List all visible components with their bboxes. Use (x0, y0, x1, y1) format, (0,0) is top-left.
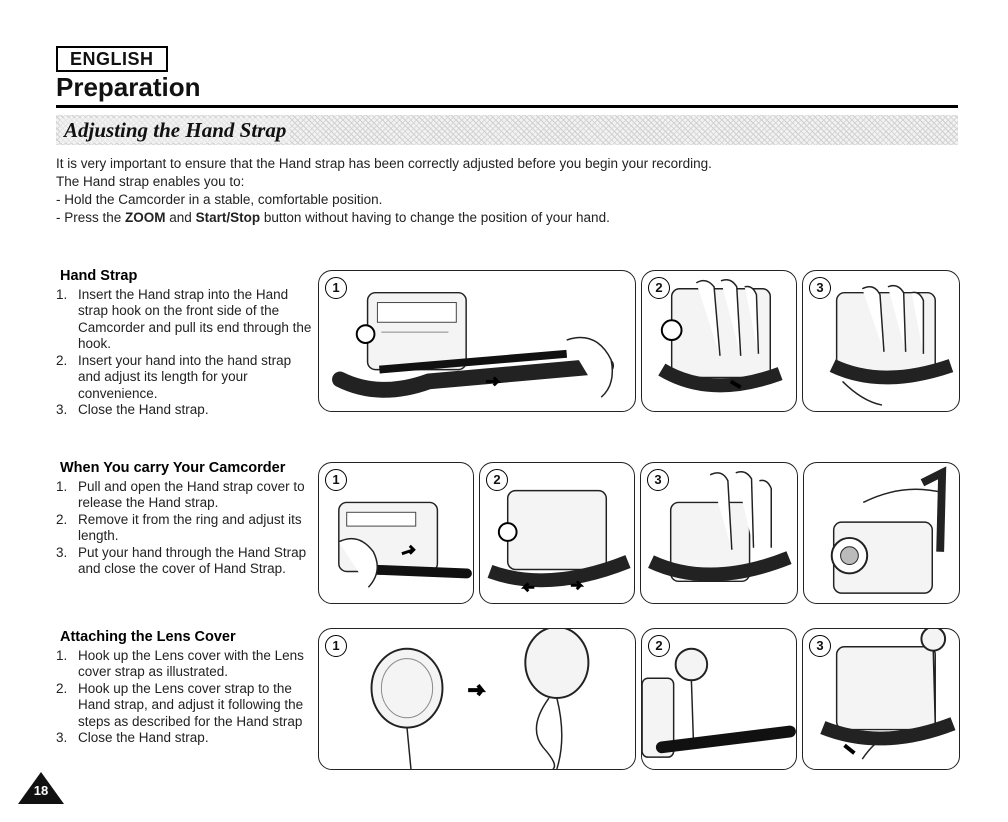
step-item: 2. Remove it from the ring and adjust its… (56, 512, 312, 545)
step-badge: 1 (325, 277, 347, 299)
step-number: 2. (56, 352, 68, 368)
step-item: 1. Insert the Hand strap into the Hand st… (56, 287, 312, 353)
intro-bullet-text: and (165, 210, 196, 225)
step-item: 3. Put your hand through the Hand Strap a… (56, 545, 312, 578)
hand-strap-steps: 1. Insert the Hand strap into the Hand st… (56, 287, 312, 419)
lens-cover-strap-illustration (370, 629, 590, 769)
step-badge: 2 (486, 469, 508, 491)
step-badge: 2 (648, 277, 670, 299)
carry-figure-4 (803, 462, 960, 604)
carry-figure-1: 1 (318, 462, 474, 604)
step-item: 2. Insert your hand into the hand strap a… (56, 353, 312, 403)
lens-cover-strap-closed-illustration (820, 629, 956, 760)
step-number: 3. (56, 730, 68, 745)
lens-cover-figures: 1 2 3 (318, 628, 960, 770)
camcorder-strap-illustration (332, 291, 615, 398)
carry-steps: 1. Pull and open the Hand strap cover to … (56, 479, 312, 578)
step-text: Insert the Hand strap into the Hand stra… (78, 286, 312, 352)
section-banner: Adjusting the Hand Strap (56, 115, 958, 145)
section-title: Adjusting the Hand Strap (60, 118, 291, 143)
step-text: Close the Hand strap. (78, 730, 209, 745)
step-item: 2. Hook up the Lens cover strap to the Ha… (56, 681, 312, 731)
step-badge: 3 (647, 469, 669, 491)
intro-bullet-text: button without having to change the posi… (260, 210, 610, 225)
step-item: 3. Close the Hand strap. (56, 730, 312, 747)
carry-heading: When You carry Your Camcorder (60, 460, 286, 476)
step-number: 1. (56, 478, 68, 494)
lens-cover-heading: Attaching the Lens Cover (60, 629, 236, 645)
step-badge: 3 (809, 277, 831, 299)
lens-cover-to-strap-illustration (642, 647, 796, 758)
hand-strap-heading: Hand Strap (60, 268, 138, 284)
strap-cover-open-illustration (338, 501, 472, 588)
carry-figure-3: 3 (640, 462, 798, 604)
step-number: 2. (56, 511, 68, 527)
lens-cover-section: Attaching the Lens Cover 1. Hook up the L… (56, 629, 312, 747)
carry-section: When You carry Your Camcorder 1. Pull and… (56, 460, 312, 578)
triangle-icon (18, 772, 64, 804)
step-number: 3. (56, 544, 68, 560)
start-stop-keyword: Start/Stop (195, 210, 261, 225)
step-badge: 2 (648, 635, 670, 657)
strap-closed-illustration (829, 284, 954, 406)
step-text: Pull and open the Hand strap cover to re… (78, 478, 305, 511)
step-text: Hook up the Lens cover strap to the Hand… (78, 680, 304, 729)
hand-strap-figure-3: 3 (802, 270, 960, 412)
carry-figure-2: 2 (479, 462, 635, 604)
step-number: 2. (56, 680, 68, 696)
step-text: Hook up the Lens cover with the Lens cov… (78, 647, 304, 680)
step-item: 1. Pull and open the Hand strap cover to … (56, 479, 312, 512)
language-label: ENGLISH (56, 46, 168, 72)
step-item: 3. Close the Hand strap. (56, 402, 312, 419)
hand-strap-figures: 1 2 3 (318, 270, 960, 412)
hand-strap-section: Hand Strap 1. Insert the Hand strap into … (56, 268, 312, 419)
page-title: Preparation (56, 72, 201, 102)
strap-adjust-illustration (487, 489, 631, 593)
intro-line: It is very important to ensure that the … (56, 156, 712, 171)
zoom-keyword: ZOOM (125, 210, 166, 225)
step-text: Put your hand through the Hand Strap and… (78, 544, 307, 577)
intro-text: It is very important to ensure that the … (56, 155, 956, 227)
step-badge: 1 (325, 635, 347, 657)
intro-bullet: - Press the ZOOM and Start/Stop button w… (56, 209, 956, 227)
step-number: 1. (56, 647, 68, 663)
intro-bullet: - Hold the Camcorder in a stable, comfor… (56, 192, 383, 207)
step-text: Close the Hand strap. (78, 402, 209, 417)
title-divider (56, 105, 958, 108)
step-number: 1. (56, 286, 68, 302)
step-text: Remove it from the ring and adjust its l… (78, 511, 302, 544)
carrying-camcorder-illustration (830, 466, 947, 594)
step-number: 3. (56, 402, 68, 417)
hand-strap-figure-1: 1 (318, 270, 636, 412)
lens-cover-figure-1: 1 (318, 628, 636, 770)
step-badge: 3 (809, 635, 831, 657)
page-number-badge: 18 (18, 772, 64, 804)
lens-cover-figure-2: 2 (641, 628, 797, 770)
hand-in-strap-illustration (658, 279, 783, 393)
lens-cover-figure-3: 3 (802, 628, 960, 770)
carry-figures: 1 2 3 (318, 462, 960, 604)
hand-through-strap-illustration (648, 471, 792, 583)
page-number: 18 (33, 783, 49, 798)
step-badge: 1 (325, 469, 347, 491)
intro-bullet-text: - Press the (56, 210, 126, 225)
step-item: 1. Hook up the Lens cover with the Lens c… (56, 648, 312, 681)
intro-line: The Hand strap enables you to: (56, 174, 245, 189)
lens-cover-steps: 1. Hook up the Lens cover with the Lens c… (56, 648, 312, 747)
hand-strap-figure-2: 2 (641, 270, 797, 412)
step-text: Insert your hand into the hand strap and… (78, 352, 292, 401)
